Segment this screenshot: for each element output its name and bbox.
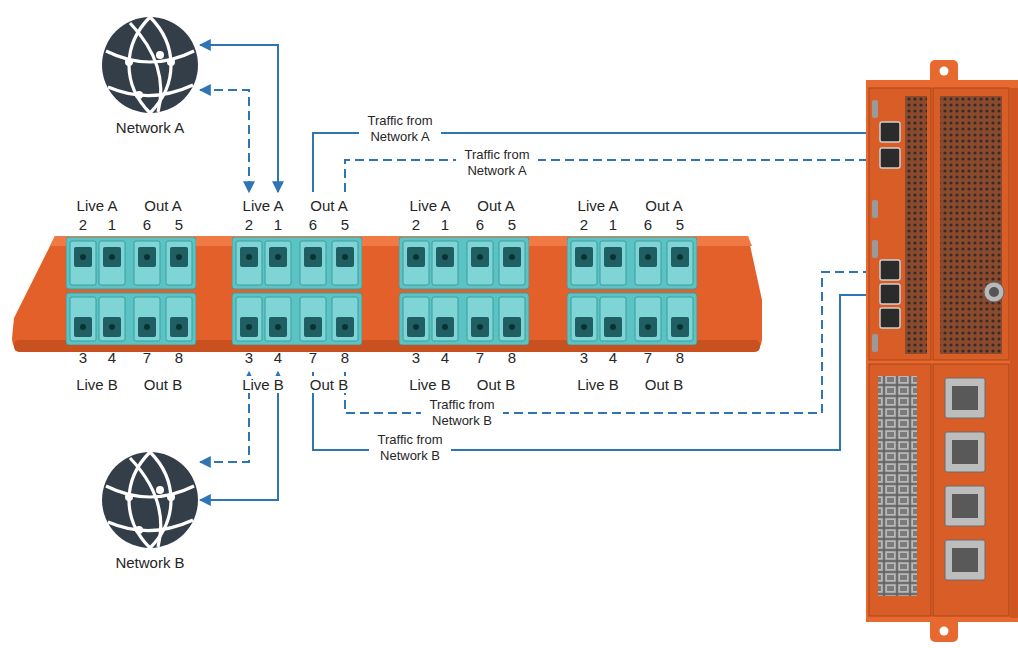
port-group-label: Out A	[144, 197, 182, 214]
fiber-cassette: Live AOut A21653478Live BOut B	[66, 192, 196, 372]
port-group-label: Out B	[142, 376, 184, 393]
port-number: 2	[79, 216, 87, 233]
wire-label: Traffic from Network B	[369, 432, 451, 464]
port-group-label: Live B	[575, 376, 621, 393]
port-number: 8	[341, 349, 349, 366]
cassette-ports	[232, 237, 362, 345]
port-number: 3	[412, 349, 420, 366]
port-group-label: Out B	[475, 376, 517, 393]
port-group-label: Live A	[77, 197, 118, 214]
port-number: 2	[245, 216, 253, 233]
port-group-label: Out B	[308, 376, 350, 393]
port-number: 4	[609, 349, 617, 366]
network-label: Network B	[115, 554, 184, 571]
port-number: 5	[175, 216, 183, 233]
port-number: 3	[580, 349, 588, 366]
port-number: 5	[341, 216, 349, 233]
wire-dashed	[345, 160, 882, 192]
port-group-label: Live A	[243, 197, 284, 214]
fiber-wires	[313, 133, 882, 450]
port-number: 1	[609, 216, 617, 233]
fiber-cassette: Live AOut A21653478Live BOut B	[399, 192, 529, 372]
fiber-cassette: Live AOut A21653478Live BOut B	[567, 192, 697, 372]
port-number: 8	[175, 349, 183, 366]
port-number: 6	[309, 216, 317, 233]
network-label: Network A	[116, 119, 184, 136]
port-group-label: Out A	[477, 197, 515, 214]
port-number: 6	[476, 216, 484, 233]
cassette-ports	[399, 237, 529, 345]
port-number: 8	[508, 349, 516, 366]
wire-label: Traffic from Network A	[359, 113, 441, 145]
network-globe: Network B	[100, 450, 200, 574]
wire-dashed	[345, 272, 882, 413]
port-number: 6	[143, 216, 151, 233]
cassette-ports	[567, 237, 697, 345]
port-number: 7	[476, 349, 484, 366]
port-number: 1	[441, 216, 449, 233]
port-number: 4	[441, 349, 449, 366]
globe-icon	[100, 15, 200, 115]
port-number: 1	[274, 216, 282, 233]
port-number: 4	[108, 349, 116, 366]
port-number: 2	[412, 216, 420, 233]
port-number: 5	[508, 216, 516, 233]
port-group-label: Live B	[407, 376, 453, 393]
wire-solid	[313, 295, 882, 450]
port-number: 2	[580, 216, 588, 233]
port-number: 7	[644, 349, 652, 366]
port-number: 3	[245, 349, 253, 366]
port-number: 7	[143, 349, 151, 366]
fiber-cassette: Live AOut A21653478Live BOut B	[232, 192, 362, 372]
wire-label: Traffic from Network A	[456, 147, 538, 179]
cassette-ports	[66, 237, 196, 345]
port-group-label: Live A	[410, 197, 451, 214]
network-globe: Network A	[100, 15, 200, 139]
wire-label: Traffic from Network B	[421, 397, 503, 429]
patch-panel-tray	[12, 236, 762, 352]
port-number: 6	[644, 216, 652, 233]
fiber-connector	[200, 45, 278, 192]
port-number: 1	[108, 216, 116, 233]
port-number: 5	[676, 216, 684, 233]
port-number: 8	[676, 349, 684, 366]
port-group-label: Out A	[645, 197, 683, 214]
port-group-label: Live B	[240, 376, 286, 393]
port-group-label: Out A	[310, 197, 348, 214]
fiber-connector	[200, 90, 249, 192]
globe-icon	[100, 450, 200, 550]
network-device	[866, 60, 1018, 642]
port-number: 7	[309, 349, 317, 366]
port-number: 4	[274, 349, 282, 366]
port-number: 3	[79, 349, 87, 366]
port-group-label: Live B	[74, 376, 120, 393]
port-group-label: Out B	[643, 376, 685, 393]
port-group-label: Live A	[578, 197, 619, 214]
